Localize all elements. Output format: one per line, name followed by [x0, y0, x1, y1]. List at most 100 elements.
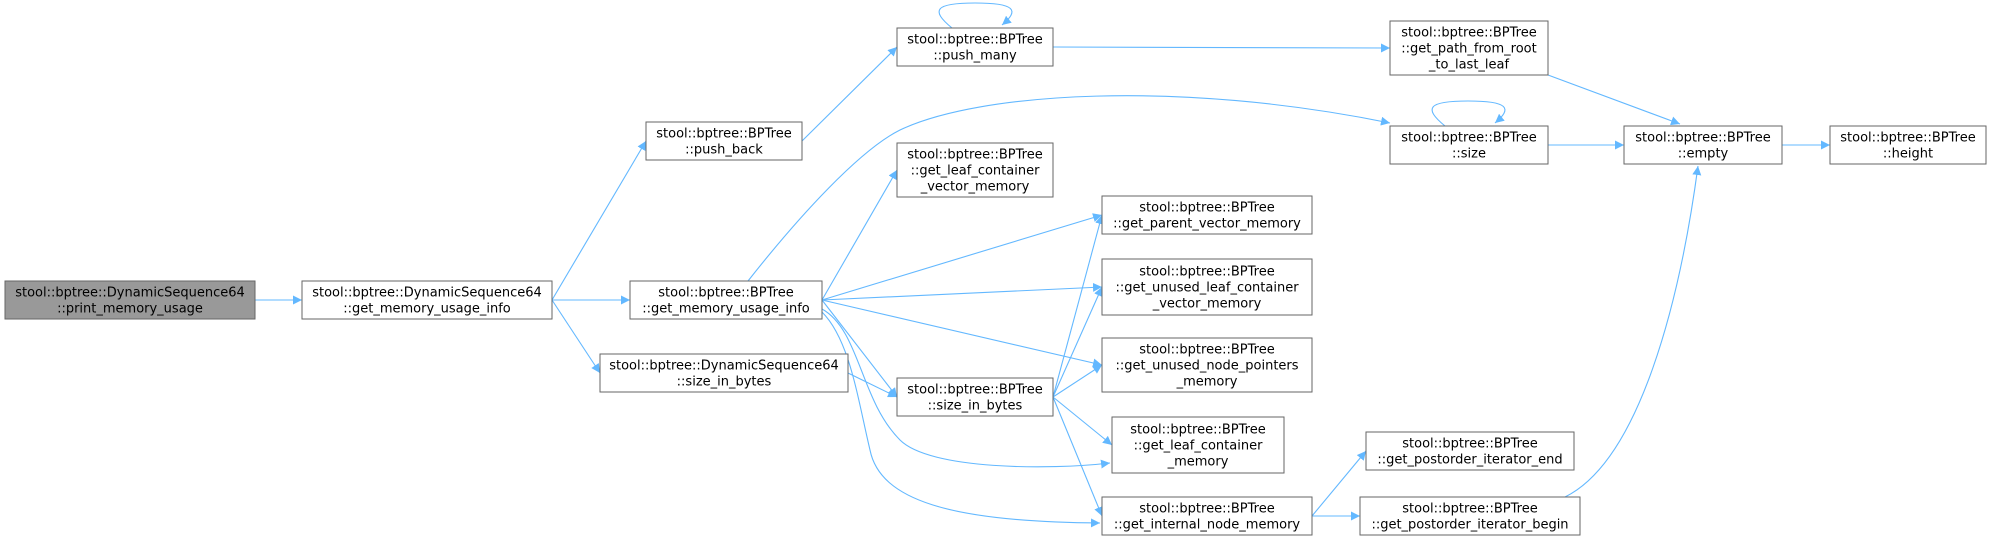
node-label-line: ::get_unused_leaf_container — [1115, 281, 1299, 296]
node-label-line: ::get_memory_usage_info — [642, 302, 810, 317]
node-ds-get-memory-usage-info[interactable]: stool::bptree::DynamicSequence64::get_me… — [301, 280, 553, 320]
node-box — [1829, 125, 1987, 165]
node-size[interactable]: stool::bptree::BPTree::size — [1389, 125, 1549, 165]
node-box — [1101, 337, 1313, 393]
node-ds-size-in-bytes[interactable]: stool::bptree::DynamicSequence64::size_i… — [599, 353, 849, 393]
edge-bp_size_in_bytes-to-get_unused_leaf_container_vector_memory — [1052, 286, 1103, 398]
node-label-line: ::get_internal_node_memory — [1114, 518, 1301, 533]
node-box — [1101, 258, 1313, 316]
node-label-line: ::size_in_bytes — [928, 399, 1023, 414]
node-bp-size-in-bytes[interactable]: stool::bptree::BPTree::size_in_bytes — [896, 377, 1054, 417]
edge-bp_get_memory_usage_info-to-size — [747, 95, 1391, 282]
node-label-line: stool::bptree::BPTree — [1635, 131, 1770, 146]
node-box — [896, 27, 1054, 67]
edge-bp_size_in_bytes-to-get_leaf_container_memory — [1052, 396, 1113, 446]
node-label-line: ::empty — [1678, 147, 1729, 162]
edge-push_many-to-get_path_from_root_to_last_leaf — [1052, 43, 1391, 53]
edge-bp_get_memory_usage_info-to-get_leaf_container_memory — [821, 308, 1111, 469]
edge-bp_get_memory_usage_info-to-get_parent_vector_memory — [821, 213, 1103, 301]
node-push-many[interactable]: stool::bptree::BPTree::push_many — [896, 27, 1054, 67]
edge-layer — [255, 2, 1830, 528]
node-get-path-from-root-to-last-leaf[interactable]: stool::bptree::BPTree::get_path_from_roo… — [1389, 20, 1549, 76]
node-label-line: ::get_memory_usage_info — [343, 302, 511, 317]
edge-ds_size_in_bytes-to-bp_size_in_bytes — [847, 372, 898, 398]
node-label-line: stool::bptree::BPTree — [1139, 265, 1274, 280]
node-label-line: ::get_leaf_container — [911, 164, 1041, 179]
node-get-leaf-container-vector-memory[interactable]: stool::bptree::BPTree::get_leaf_containe… — [896, 142, 1054, 198]
node-label-line: stool::bptree::BPTree — [658, 286, 793, 301]
node-label-line: stool::bptree::BPTree — [1139, 502, 1274, 517]
node-label-line: ::push_many — [933, 49, 1017, 64]
node-label-line: stool::bptree::BPTree — [907, 148, 1042, 163]
node-height[interactable]: stool::bptree::BPTree::height — [1829, 125, 1987, 165]
edge-bp_get_memory_usage_info-to-get_unused_leaf_container_vector_memory — [821, 282, 1103, 301]
node-get-leaf-container-memory[interactable]: stool::bptree::BPTree::get_leaf_containe… — [1111, 416, 1285, 474]
edge-bp_size_in_bytes-to-get_unused_node_pointers_memory — [1052, 364, 1103, 398]
node-print-memory-usage[interactable]: stool::bptree::DynamicSequence64::print_… — [4, 280, 256, 320]
node-bp-get-memory-usage-info[interactable]: stool::bptree::BPTree::get_memory_usage_… — [629, 280, 823, 320]
node-box — [1623, 125, 1783, 165]
node-label-line: stool::bptree::DynamicSequence64 — [15, 286, 245, 301]
node-label-line: ::size — [1452, 147, 1486, 162]
node-label-line: stool::bptree::BPTree — [1139, 201, 1274, 216]
node-label-line: stool::bptree::BPTree — [907, 33, 1042, 48]
node-label-line: stool::bptree::BPTree — [1402, 437, 1537, 452]
node-box — [1389, 20, 1549, 76]
node-label-line: ::get_parent_vector_memory — [1113, 217, 1301, 232]
node-label-line: ::get_postorder_iterator_begin — [1371, 518, 1568, 533]
node-label-line: stool::bptree::BPTree — [1401, 26, 1536, 41]
node-get-unused-node-pointers-memory[interactable]: stool::bptree::BPTree::get_unused_node_p… — [1101, 337, 1313, 393]
node-label-line: _vector_memory — [1152, 297, 1262, 312]
node-get-internal-node-memory[interactable]: stool::bptree::BPTree::get_internal_node… — [1101, 496, 1313, 536]
node-label-line: stool::bptree::BPTree — [907, 383, 1042, 398]
node-label-line: stool::bptree::BPTree — [656, 127, 791, 142]
node-label-line: stool::bptree::DynamicSequence64 — [609, 359, 839, 374]
edge-bp_get_memory_usage_info-to-get_internal_node_memory — [821, 311, 1101, 528]
node-box — [1389, 125, 1549, 165]
node-label-line: _memory — [1176, 375, 1238, 390]
edge-bp_size_in_bytes-to-get_parent_vector_memory — [1052, 214, 1105, 398]
edge-ds_get_memory_usage_info-to-ds_size_in_bytes — [551, 299, 601, 374]
node-get-postorder-iterator-end[interactable]: stool::bptree::BPTree::get_postorder_ite… — [1365, 431, 1575, 471]
node-label-line: ::get_postorder_iterator_end — [1377, 453, 1562, 468]
node-empty[interactable]: stool::bptree::BPTree::empty — [1623, 125, 1783, 165]
node-label-line: stool::bptree::BPTree — [1402, 502, 1537, 517]
node-label-line: ::height — [1883, 147, 1933, 162]
edge-ds_get_memory_usage_info-to-push_back — [551, 140, 647, 301]
node-box — [629, 280, 823, 320]
node-label-line: ::print_memory_usage — [57, 302, 203, 317]
node-layer: stool::bptree::DynamicSequence64::print_… — [4, 20, 1987, 536]
node-get-postorder-iterator-begin[interactable]: stool::bptree::BPTree::get_postorder_ite… — [1359, 496, 1581, 536]
node-label-line: _to_last_leaf — [1428, 58, 1510, 73]
node-label-line: _vector_memory — [920, 180, 1030, 195]
node-get-parent-vector-memory[interactable]: stool::bptree::BPTree::get_parent_vector… — [1101, 195, 1313, 235]
node-box — [896, 142, 1054, 198]
edge-size-to-size — [1431, 100, 1506, 127]
edge-push_back-to-push_many — [801, 46, 898, 142]
edge-bp_get_memory_usage_info-to-get_unused_node_pointers_memory — [821, 299, 1103, 368]
node-box — [1101, 195, 1313, 235]
node-label-line: stool::bptree::BPTree — [1130, 423, 1265, 438]
node-box — [599, 353, 849, 393]
node-label-line: stool::bptree::DynamicSequence64 — [312, 286, 542, 301]
node-box — [1365, 431, 1575, 471]
node-label-line: ::size_in_bytes — [677, 375, 772, 390]
node-label-line: ::get_leaf_container — [1134, 439, 1264, 454]
node-label-line: ::get_unused_node_pointers — [1115, 359, 1298, 374]
node-box — [645, 121, 803, 161]
node-label-line: stool::bptree::BPTree — [1840, 131, 1975, 146]
node-push-back[interactable]: stool::bptree::BPTree::push_back — [645, 121, 803, 161]
node-box — [4, 280, 256, 320]
node-box — [1111, 416, 1285, 474]
node-box — [1101, 496, 1313, 536]
edge-push_many-to-push_many — [938, 2, 1013, 29]
node-box — [1359, 496, 1581, 536]
node-label-line: _memory — [1167, 455, 1229, 470]
node-label-line: ::push_back — [685, 143, 763, 158]
edge-get_postorder_iterator_begin-to-empty — [1564, 165, 1702, 498]
edge-get_internal_node_memory-to-get_postorder_iterator_end — [1311, 450, 1367, 517]
node-label-line: stool::bptree::BPTree — [1139, 343, 1274, 358]
edge-bp_get_memory_usage_info-to-get_leaf_container_vector_memory — [821, 169, 898, 301]
node-get-unused-leaf-container-vector-memory[interactable]: stool::bptree::BPTree::get_unused_leaf_c… — [1101, 258, 1313, 316]
